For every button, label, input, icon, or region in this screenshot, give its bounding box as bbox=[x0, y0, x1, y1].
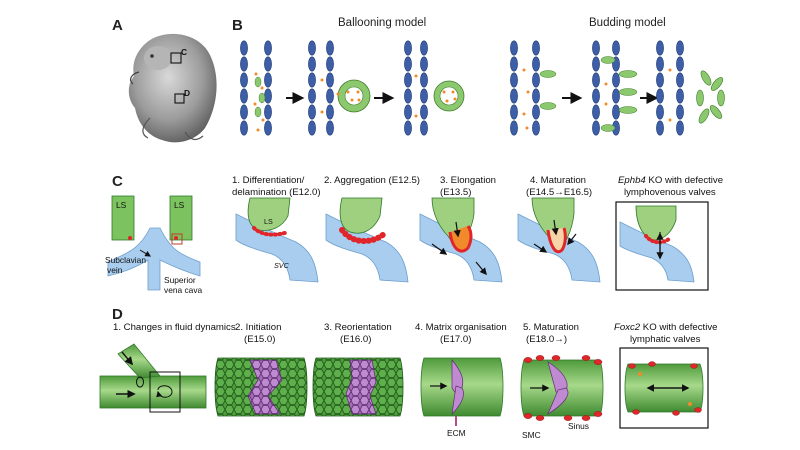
d-stage-3-reorientation bbox=[312, 357, 404, 417]
d-stage-4-matrix: ECM bbox=[420, 357, 504, 438]
c-stage-2-aggregation bbox=[325, 197, 409, 283]
budding-stage-2 bbox=[592, 41, 638, 135]
d-foxc2-ko-frame bbox=[619, 347, 709, 429]
d-step2-title-line2: (E15.0) bbox=[244, 334, 275, 345]
d-foxc2-title-line2: lymphatic valves bbox=[630, 334, 701, 345]
d-stage-2-initiation bbox=[214, 357, 308, 417]
ls-label-right: LS bbox=[174, 200, 185, 210]
d-step5-title-line1: 5. Maturation bbox=[523, 322, 579, 333]
ballooning-model-title: Ballooning model bbox=[338, 17, 426, 29]
ecm-label: ECM bbox=[447, 428, 466, 438]
embryo-image: C D bbox=[128, 33, 217, 143]
d-step3-title-line1: 3. Reorientation bbox=[324, 322, 392, 333]
panel-letter-d: D bbox=[112, 306, 123, 323]
d-stage-1-fluid-dynamics bbox=[99, 343, 207, 413]
d-step4-title-line1: 4. Matrix organisation bbox=[415, 322, 507, 333]
d-foxc2-ko-illustration bbox=[624, 361, 704, 416]
ballooning-stage-2 bbox=[308, 41, 371, 135]
budding-stage-3 bbox=[656, 41, 725, 135]
ballooning-stage-3 bbox=[404, 41, 465, 135]
c-stage-4-maturation bbox=[517, 197, 601, 283]
d-step3-title-line2: (E16.0) bbox=[340, 334, 371, 345]
box-c-label: C bbox=[181, 47, 187, 57]
subclavian-label-line2: vein bbox=[107, 265, 123, 275]
svc-label-line1: Superior bbox=[164, 275, 196, 285]
d-step5-title-line2: (E18.0→) bbox=[526, 334, 567, 345]
c-ls-inner-label: LS bbox=[264, 217, 273, 226]
c-step1-title-line1: 1. Differentiation/ bbox=[232, 175, 305, 186]
d-step2-title-line1: 2. Initiation bbox=[235, 322, 281, 333]
panel-letter-a: A bbox=[112, 17, 123, 34]
c-ephb4-ko-frame bbox=[615, 201, 709, 291]
subclavian-label-line1: Subclavian bbox=[105, 255, 146, 265]
sinus-label: Sinus bbox=[568, 421, 589, 431]
panel-letter-b: B bbox=[232, 17, 243, 34]
budding-model-title: Budding model bbox=[589, 17, 666, 29]
d-foxc2-title-line1: Foxc2 KO with defective bbox=[614, 322, 717, 333]
c-ephb4-ko-illustration bbox=[619, 205, 695, 283]
c-ephb4-title-line2: lymphovenous valves bbox=[624, 187, 716, 198]
c-svc-inner-label: SVC bbox=[274, 261, 290, 270]
panel-letter-c: C bbox=[112, 173, 123, 190]
c-step4-title-line2: (E14.5→E16.5) bbox=[526, 187, 592, 198]
d-step1-title: 1. Changes in fluid dynamics bbox=[113, 322, 236, 333]
c-step4-title-line1: 4. Maturation bbox=[530, 175, 586, 186]
box-d-marker bbox=[174, 93, 185, 104]
c-stage-1-differentiation: LS SVC bbox=[235, 197, 319, 283]
box-d-label: D bbox=[184, 88, 190, 98]
c-step3-title-line1: 3. Elongation bbox=[440, 175, 496, 186]
ls-label-left: LS bbox=[116, 200, 127, 210]
subclavian-junction-overview: LS LS Subclavian vein Superior vena cava bbox=[105, 195, 203, 295]
c-ephb4-title-line1: Ephb4 KO with defective bbox=[618, 175, 723, 186]
d-stage-5-maturation: SMC Sinus bbox=[520, 355, 604, 440]
c-step2-title: 2. Aggregation (E12.5) bbox=[324, 175, 420, 186]
ballooning-stage-1 bbox=[240, 41, 271, 135]
budding-stage-1 bbox=[510, 41, 557, 135]
box-c-marker bbox=[170, 52, 182, 64]
d-step4-title-line2: (E17.0) bbox=[440, 334, 471, 345]
c-step1-title-line2: delamination (E12.0) bbox=[232, 187, 321, 198]
smc-label: SMC bbox=[522, 430, 541, 440]
c-step3-title-line2: (E13.5) bbox=[440, 187, 471, 198]
svc-label-line2: vena cava bbox=[164, 285, 203, 295]
c-stage-3-elongation bbox=[419, 197, 503, 283]
